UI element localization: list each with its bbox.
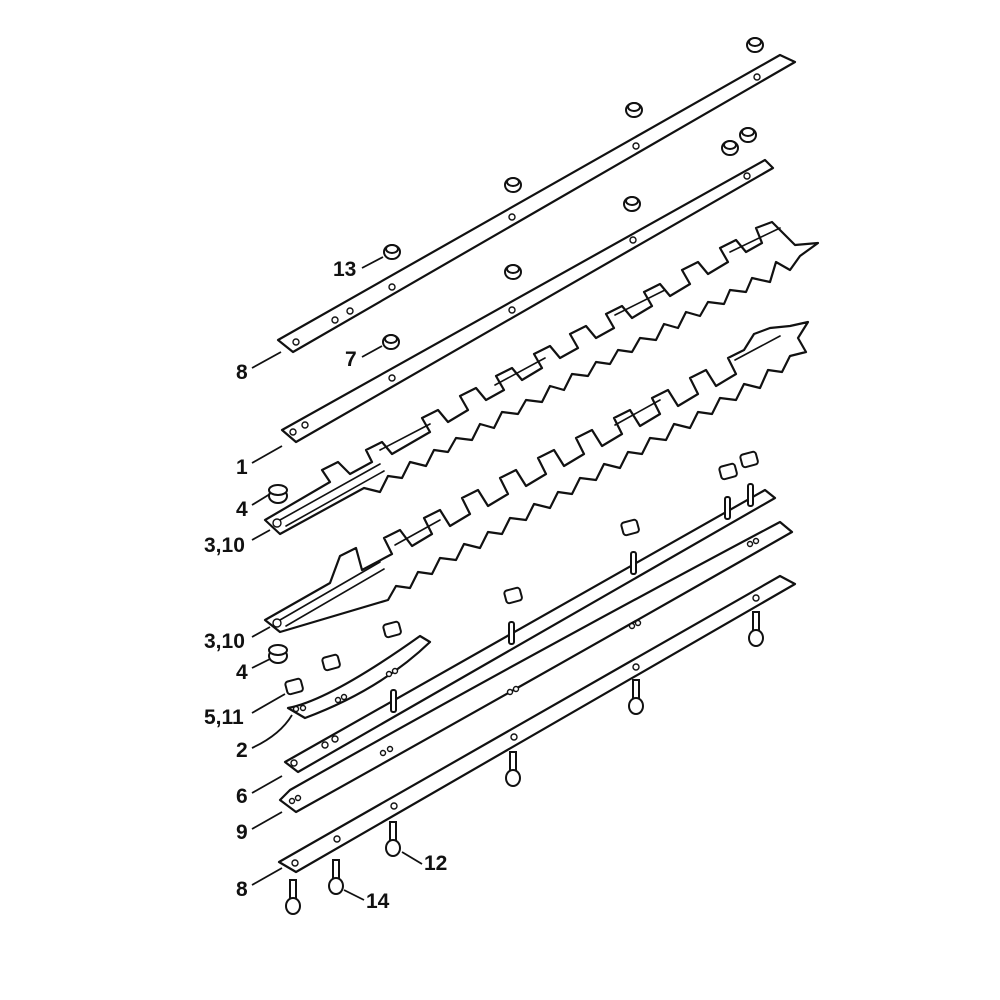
bottom-guard-bar — [277, 574, 797, 874]
callout-2: 2 — [236, 739, 248, 762]
curved-plate — [286, 634, 432, 720]
upper-cutter-blade — [263, 220, 820, 536]
callout-1: 1 — [236, 456, 248, 479]
callout-7: 7 — [345, 348, 357, 371]
spacer-sleeve-lower — [268, 644, 288, 664]
callout-3-10-lower: 3,10 — [204, 630, 245, 653]
spacer-sleeve-upper — [268, 484, 288, 504]
guide-bar — [280, 158, 775, 444]
top-guard-bar — [276, 53, 797, 354]
callout-13: 13 — [333, 258, 357, 281]
collar-nuts-guide — [382, 127, 757, 350]
pin-bar — [283, 483, 777, 774]
callout-9: 9 — [236, 821, 248, 844]
callout-12: 12 — [424, 852, 448, 875]
collar-nuts-top — [383, 37, 764, 260]
callout-6: 6 — [236, 785, 248, 808]
callout-4-upper: 4 — [236, 498, 248, 521]
leader-lines — [251, 256, 423, 901]
callout-4-lower: 4 — [236, 661, 248, 684]
support-bar — [278, 520, 794, 814]
slide-blocks — [284, 450, 759, 696]
callout-14: 14 — [366, 890, 390, 913]
screws — [285, 611, 764, 915]
lower-cutter-blade — [263, 320, 810, 634]
callout-8-top: 8 — [236, 361, 248, 384]
callout-5-11: 5,11 — [204, 706, 244, 729]
callout-8-bottom: 8 — [236, 878, 248, 901]
callout-3-10-upper: 3,10 — [204, 534, 245, 557]
